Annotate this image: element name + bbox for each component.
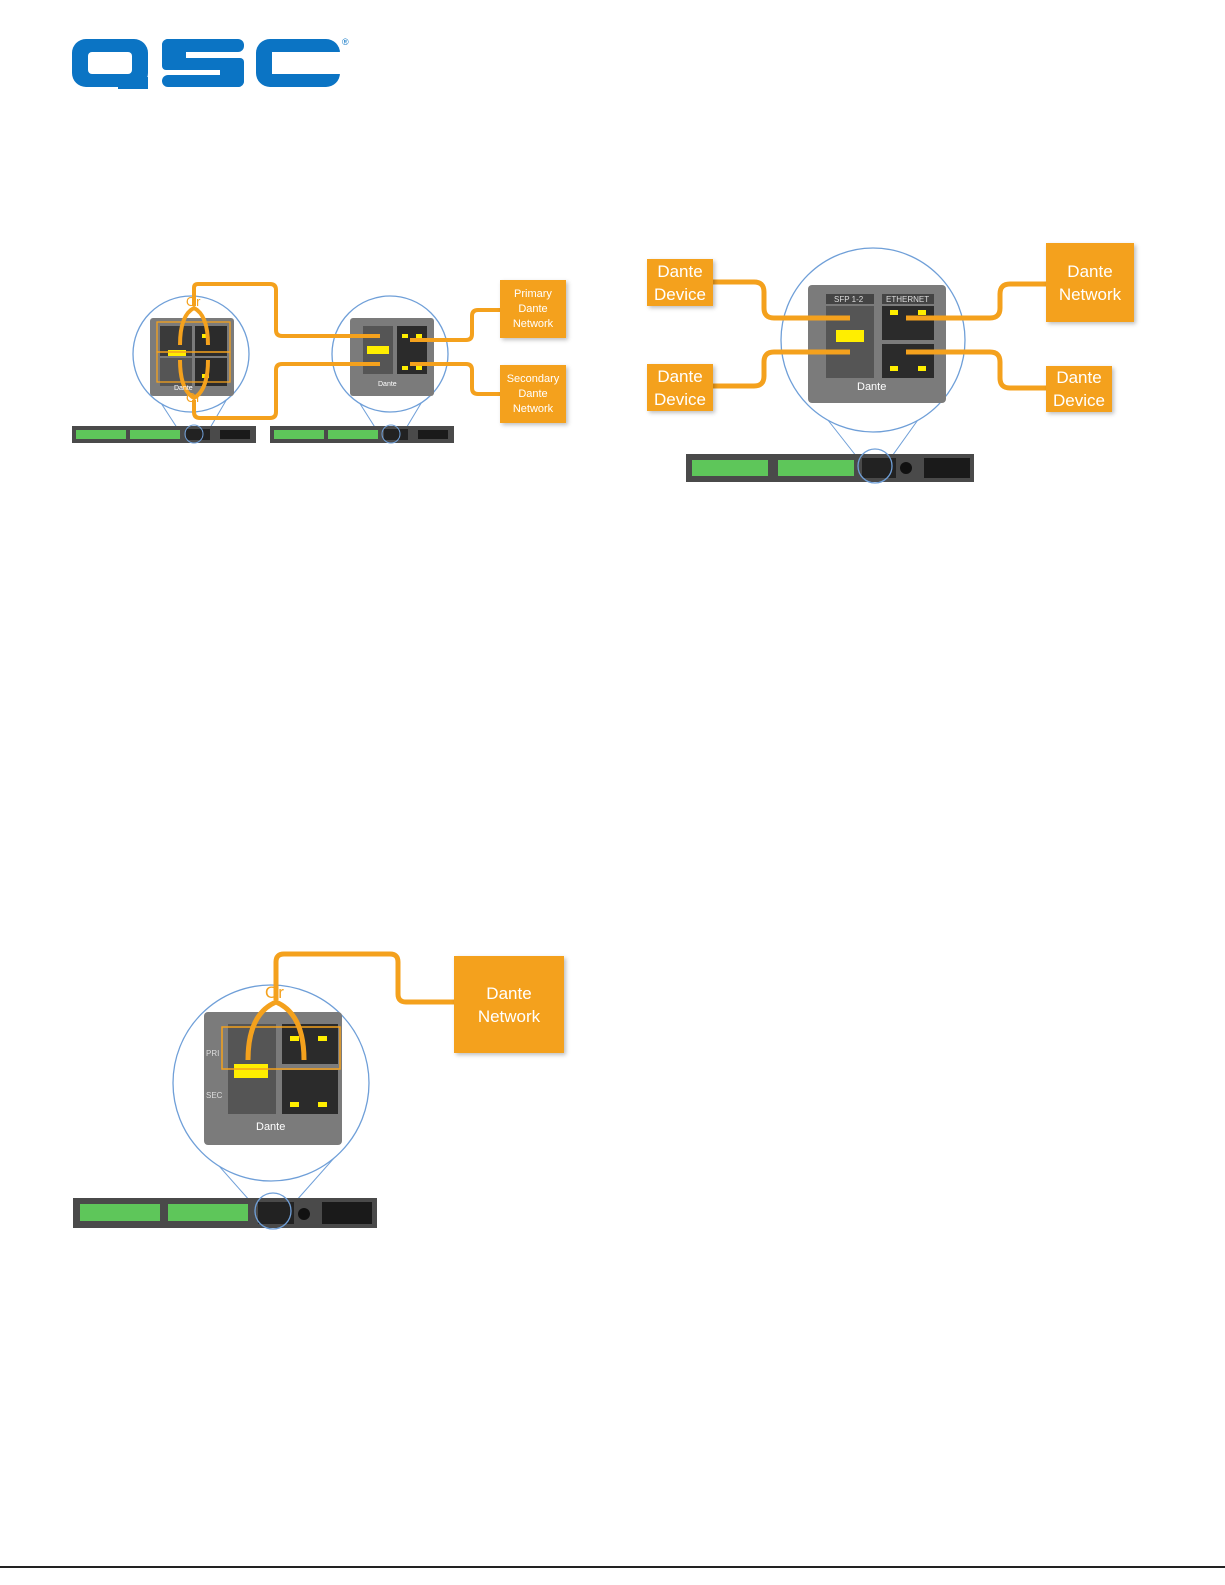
sec-label: SEC [206, 1091, 223, 1100]
pri-label: PRI [206, 1049, 219, 1058]
dante-label-bottom: Dante [256, 1121, 285, 1133]
bottom-rule [0, 1566, 1225, 1568]
or-label-single: Or [265, 983, 284, 1003]
dante-network-box-bottom: Dante Network [454, 956, 564, 1053]
